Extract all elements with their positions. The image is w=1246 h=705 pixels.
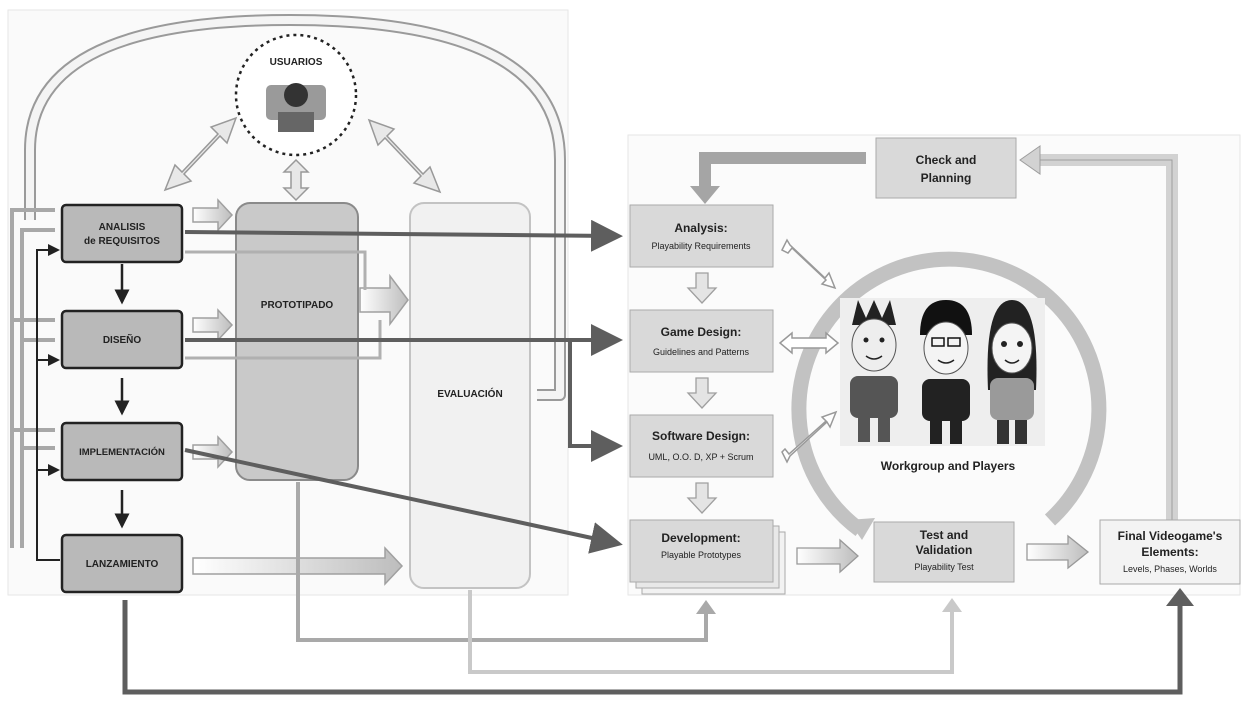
launch-to-final-line — [122, 600, 1183, 695]
final-elements-line2: Elements: — [1141, 545, 1198, 559]
stage-development: Development: Playable Prototypes — [629, 519, 786, 595]
analisis-to-analysis-arrow — [184, 219, 623, 252]
final-to-check-arrow-outline — [1035, 159, 1173, 520]
stage-title: Analysis: — [674, 221, 727, 235]
diseno-to-software-design-arrow — [568, 340, 623, 462]
test-validation-box: Test and Validation Playability Test — [873, 521, 1015, 583]
evaluation-column — [409, 202, 531, 589]
check-planning-box: Check and Planning — [875, 137, 1017, 199]
phase-label: LANZAMIENTO — [86, 559, 159, 570]
connector-lines — [185, 250, 382, 360]
implementacion-to-development-arrow — [184, 448, 623, 554]
stage-subtitle: Guidelines and Patterns — [653, 347, 750, 357]
workgroup-label: Workgroup and Players — [881, 459, 1016, 473]
bottom-feedback-lines — [122, 482, 1194, 695]
stage-title: Software Design: — [652, 429, 750, 443]
stage-title: Development: — [661, 531, 740, 545]
stage-subtitle: UML, O.O. D, XP + Scrum — [648, 452, 753, 462]
stage-sequence-arrows — [686, 272, 718, 514]
check-planning-line1: Check and — [916, 153, 977, 167]
phase-box-lanzamiento: LANZAMIENTO — [60, 533, 184, 594]
phase-label: IMPLEMENTACIÓN — [79, 446, 165, 458]
check-planning-line2: Planning — [921, 171, 972, 185]
players-illustration — [840, 298, 1045, 446]
check-to-analysis-arrow — [699, 152, 866, 190]
users-double-arrows — [163, 116, 442, 202]
player-avatar-icon — [850, 300, 898, 442]
stage-software-design: Software Design: UML, O.O. D, XP + Scrum — [629, 414, 774, 478]
stage-title: Game Design: — [661, 325, 742, 339]
users-icon — [266, 83, 326, 132]
left-model: USUARIOS PROTOTIPADO EVALUACIÓN — [7, 9, 569, 596]
phase-box-analisis: ANALISIS de REQUISITOS — [60, 203, 184, 264]
final-elements-subtitle: Levels, Phases, Worlds — [1123, 564, 1217, 574]
player-avatar-icon — [920, 300, 972, 444]
stage-game-design: Game Design: Guidelines and Patterns — [629, 309, 774, 373]
stage-subtitle: Playability Requirements — [651, 241, 751, 251]
prototype-to-development-line — [296, 482, 708, 642]
evaluation-to-test-line — [468, 590, 954, 674]
return-lines — [36, 244, 60, 561]
stage-subtitle: Playable Prototypes — [661, 550, 742, 560]
stage-analysis: Analysis: Playability Requirements — [629, 204, 774, 268]
test-validation-line2: Validation — [916, 543, 973, 557]
users-label: USUARIOS — [270, 57, 323, 68]
feedback-lines — [10, 208, 55, 548]
cycle-arc — [791, 251, 1107, 537]
test-validation-subtitle: Playability Test — [914, 562, 974, 572]
phase-box-diseno: DISEÑO — [60, 309, 184, 370]
prototyping-label: PROTOTIPADO — [261, 300, 334, 311]
players-double-arrows — [778, 238, 840, 464]
right-model: Analysis: Playability Requirements Game … — [627, 134, 1241, 596]
flow-block-arrows — [796, 534, 1090, 574]
test-validation-line1: Test and — [920, 528, 968, 542]
phase-box-implementacion: IMPLEMENTACIÓN — [60, 421, 184, 482]
phase-label-line2: de REQUISITOS — [84, 236, 160, 247]
evaluation-label: EVALUACIÓN — [437, 387, 502, 400]
final-elements-line1: Final Videogame's — [1118, 529, 1223, 543]
phase-label-line1: ANALISIS — [99, 222, 146, 233]
final-elements-box: Final Videogame's Elements: Levels, Phas… — [1099, 519, 1241, 585]
player-avatar-icon — [987, 300, 1037, 444]
mapping-arrows — [184, 219, 623, 554]
phase-label: DISEÑO — [103, 333, 142, 346]
